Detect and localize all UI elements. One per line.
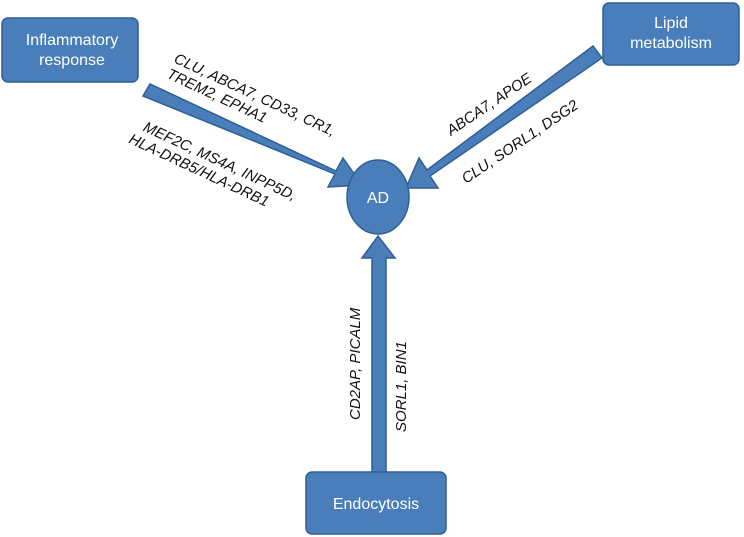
endocytosis-arrow	[360, 234, 397, 477]
endocytosis-label: Endocytosis	[333, 496, 419, 513]
lipid-metabolism-box	[602, 2, 740, 66]
endocytosis-genes-left: CD2AP, PICALM	[347, 307, 364, 420]
ad-label: AD	[367, 190, 389, 207]
lipid-arrow	[404, 44, 604, 189]
inflammatory-response-box	[1, 17, 139, 83]
lipid-metabolism-label-line1: Lipid	[654, 15, 688, 32]
inflammatory-response-label-line1: Inflammatory	[26, 32, 118, 49]
endocytosis-box	[305, 471, 447, 535]
inflammatory-response-label-line2: response	[39, 52, 105, 69]
ad-node	[346, 159, 410, 235]
endocytosis-genes-right: SORL1, BIN1	[393, 341, 410, 432]
lipid-metabolism-label-line2: metabolism	[630, 35, 712, 52]
inflammatory-arrow	[141, 83, 364, 188]
